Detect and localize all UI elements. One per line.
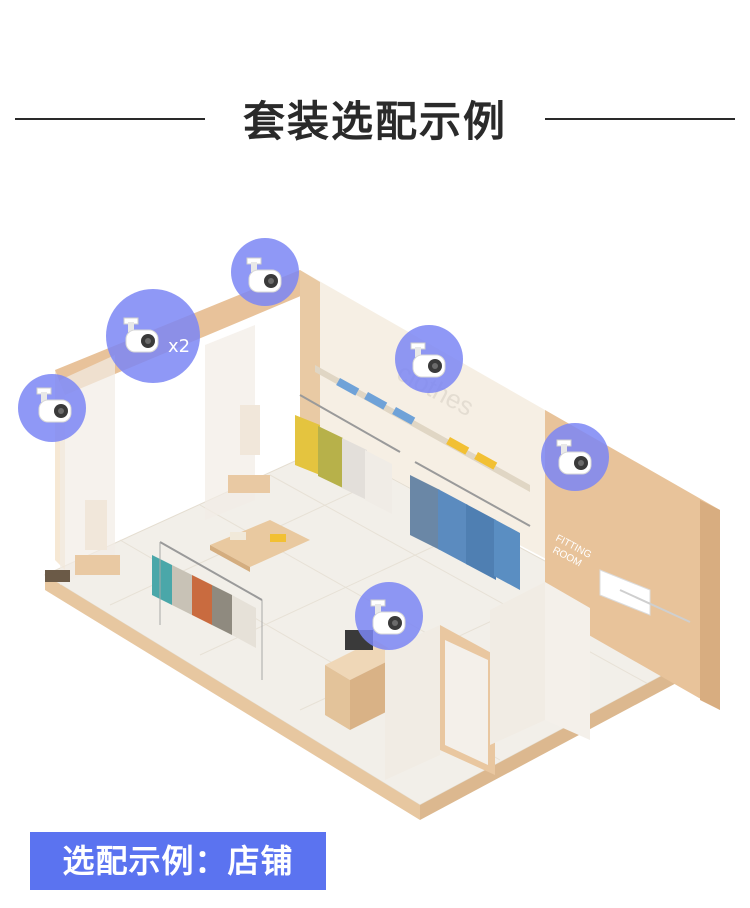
page-title: 套装选配示例: [242, 97, 507, 146]
camera-1: [18, 374, 86, 442]
camera-3: [231, 238, 299, 306]
header-rule-right: [545, 118, 735, 120]
camera-6: [355, 582, 423, 650]
camera-4: [395, 325, 463, 393]
clothes-rack-back-left: [295, 394, 401, 514]
section-header: 套装选配示例: [0, 80, 750, 160]
camera-2: x2: [106, 289, 200, 383]
fitting-room-stalls: [385, 582, 590, 780]
clothes-rack-front: [152, 541, 263, 680]
folded-shirts: [336, 378, 498, 470]
wall-hanger-display: [599, 569, 691, 623]
camera-multiplier: x2: [168, 336, 190, 357]
header-rule-left: [15, 118, 205, 120]
example-badge: 选配示例：店铺: [30, 832, 326, 890]
display-table: [210, 520, 310, 572]
camera-5: [541, 423, 609, 491]
mannequin-center: [228, 405, 270, 493]
clothes-rack-back-right: [410, 461, 531, 590]
mannequin-left: [75, 500, 120, 575]
store-illustration: clothes: [18, 238, 720, 820]
